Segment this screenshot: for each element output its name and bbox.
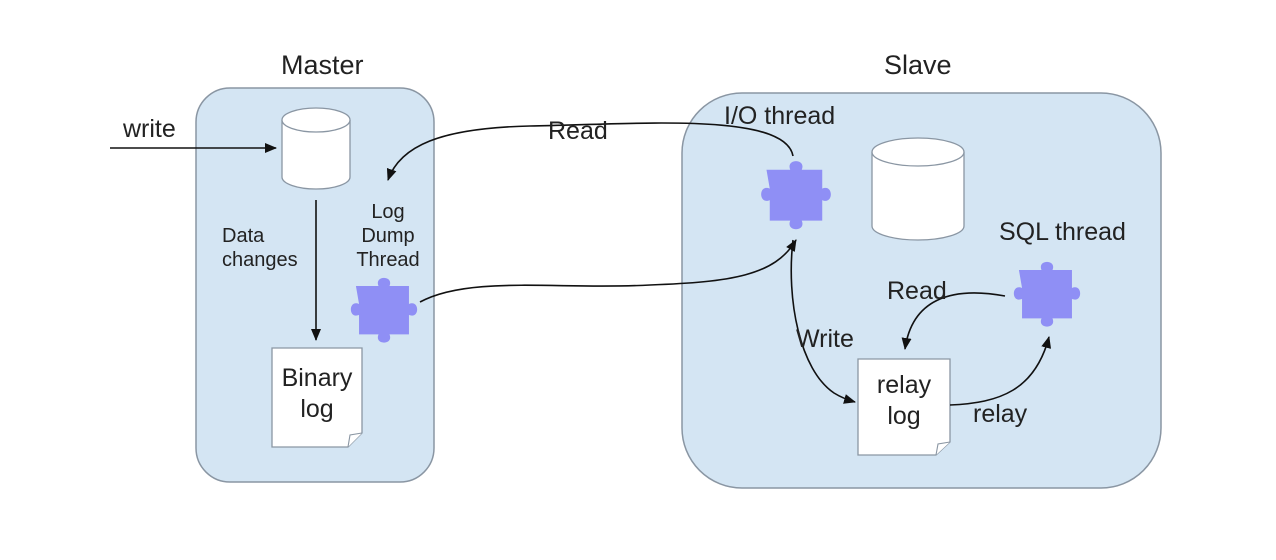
write-relay-arrow [790,239,856,404]
log-dump-thread-label: Log Dump Thread [355,200,421,272]
log-dump-thread-line3: Thread [356,249,420,271]
slave-database-icon [871,137,965,241]
relay-log-fold [935,441,951,456]
read-dump-label: Read [548,117,608,145]
relay-log-line2: log [887,402,921,431]
slave-title: Slave [884,50,952,80]
binary-log-label: Binary log [272,363,362,426]
binary-log-line1: Binary [281,364,353,392]
data-changes-line2: changes [222,249,298,271]
data-changes-label: Data changes [222,224,298,272]
read-relay-label: Read [887,277,947,305]
write-in-label: write [123,115,176,143]
relay-label: relay [973,400,1028,428]
relay-log-label: relay log [858,370,950,433]
read-relay-arrow [901,292,1006,350]
sql-thread-label: SQL thread [999,218,1126,246]
dump-thread-puzzle-icon [350,277,418,343]
master-panel [195,87,435,483]
log-dump-thread-line1: Log [371,201,405,223]
master-database-icon [281,107,351,190]
read-dump-arrow [386,122,794,181]
data-changes-line1: Data [222,225,265,247]
io-thread-puzzle-icon [761,161,831,230]
binary-log-line2: log [300,395,334,424]
dump-to-io-arrow [419,239,797,303]
write-relay-label: Write [796,325,854,353]
log-dump-thread-line2: Dump [361,225,415,247]
relay-arrow [949,336,1052,406]
relay-log-line1: relay [876,371,932,399]
master-title: Master [281,50,364,80]
sql-thread-puzzle-icon [1013,261,1081,327]
io-thread-label: I/O thread [724,102,836,130]
binary-log-fold [347,432,363,448]
